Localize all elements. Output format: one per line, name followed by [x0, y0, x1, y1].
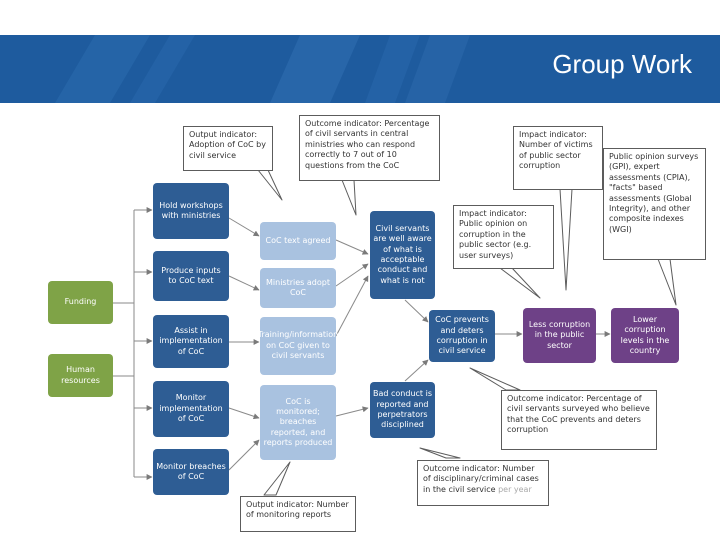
callout-impact-victims: Impact indicator: Number of victims of p…: [513, 126, 603, 190]
outcome-awareness: Civil servants are well aware of what is…: [370, 211, 435, 299]
input-funding: Funding: [48, 281, 113, 324]
callout-outcome-believe-text: Outcome indicator: Percentage of civil s…: [507, 394, 650, 435]
outcome-bad-conduct: Bad conduct is reported and perpetrators…: [370, 382, 435, 438]
output-ministries-adopt: Ministries adopt CoC: [260, 268, 336, 308]
activity-workshops: Hold workshops with ministries: [153, 183, 229, 239]
callout-outcome-percentage: Outcome indicator: Percentage of civil s…: [299, 115, 440, 181]
callout-output-reports-text: Output indicator: Number of monitoring r…: [246, 500, 349, 520]
callout-public-opinion-text: Public opinion surveys (GPI), expert ass…: [609, 152, 699, 234]
callout-output-reports: Output indicator: Number of monitoring r…: [240, 496, 356, 532]
activity-monitor-breaches: Monitor breaches of CoC: [153, 449, 229, 495]
callout-impact-opinion: Impact indicator: Public opinion on corr…: [453, 205, 554, 269]
callout-public-opinion: Public opinion surveys (GPI), expert ass…: [603, 148, 706, 260]
callout-impact-victims-text: Impact indicator: Number of victims of p…: [519, 130, 593, 171]
callout-outcome-believe: Outcome indicator: Percentage of civil s…: [501, 390, 657, 450]
impact-lower-levels-label: Lower corruption levels in the country: [620, 314, 670, 355]
banner-pattern: [55, 35, 470, 103]
callout-outcome-cases-text: Outcome indicator: Number of disciplinar…: [423, 464, 539, 494]
outcome-coc-prevents-label: CoC prevents and deters corruption in ci…: [435, 315, 489, 356]
activity-assist: Assist in implementation of CoC: [153, 315, 229, 368]
output-monitored-label: CoC is monitored; breaches reported, and…: [263, 396, 333, 448]
outcome-coc-prevents: CoC prevents and deters corruption in ci…: [429, 310, 495, 362]
outcome-awareness-label: Civil servants are well aware of what is…: [373, 223, 432, 285]
callout-outcome-cases: Outcome indicator: Number of disciplinar…: [417, 460, 549, 506]
activity-monitor-breaches-label: Monitor breaches of CoC: [156, 461, 226, 481]
page-title: Group Work: [552, 49, 692, 79]
output-monitored: CoC is monitored; breaches reported, and…: [260, 385, 336, 460]
input-funding-label: Funding: [64, 297, 97, 307]
output-text-agreed: CoC text agreed: [260, 222, 336, 260]
output-training-label: Training/information on CoC given to civ…: [257, 330, 339, 361]
output-text-agreed-label: CoC text agreed: [265, 235, 331, 245]
activity-monitor-implementation: Monitor implementation of CoC: [153, 381, 229, 437]
output-training: Training/information on CoC given to civ…: [257, 317, 339, 375]
activity-produce-inputs-label: Produce inputs to CoC text: [161, 265, 221, 285]
callout-output-adoption-text: Output indicator: Adoption of CoC by civ…: [189, 130, 266, 160]
input-human-resources: Human resources: [48, 354, 113, 397]
activity-monitor-implementation-label: Monitor implementation of CoC: [159, 393, 223, 424]
input-human-resources-label: Human resources: [61, 365, 100, 385]
impact-less-corruption: Less corruption in the public sector: [523, 308, 596, 363]
callout-outcome-cases-faint: per year: [498, 484, 532, 494]
callout-output-adoption: Output indicator: Adoption of CoC by civ…: [183, 126, 273, 171]
outcome-bad-conduct-label: Bad conduct is reported and perpetrators…: [373, 389, 432, 430]
activity-workshops-label: Hold workshops with ministries: [159, 200, 223, 220]
callout-outcome-percentage-text: Outcome indicator: Percentage of civil s…: [305, 119, 430, 170]
activity-produce-inputs: Produce inputs to CoC text: [153, 251, 229, 301]
impact-lower-levels: Lower corruption levels in the country: [611, 308, 679, 363]
impact-less-corruption-label: Less corruption in the public sector: [528, 319, 591, 350]
output-ministries-adopt-label: Ministries adopt CoC: [266, 277, 330, 297]
callout-impact-opinion-text: Impact indicator: Public opinion on corr…: [459, 209, 532, 260]
activity-assist-label: Assist in implementation of CoC: [159, 325, 223, 356]
title-banner: Group Work: [0, 35, 720, 103]
